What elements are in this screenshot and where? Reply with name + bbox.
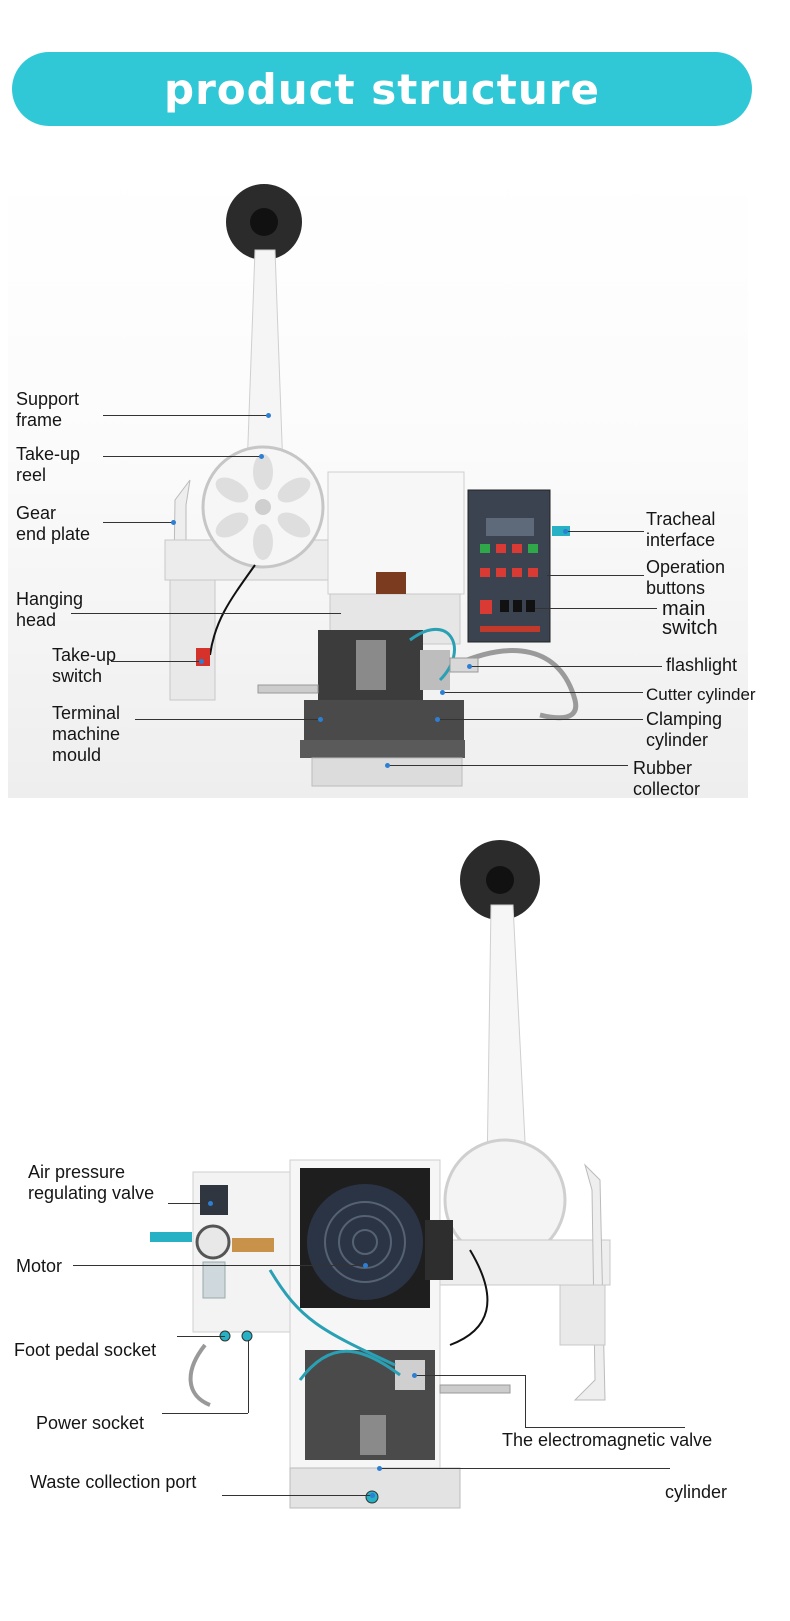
leader-power-socket [162, 1413, 248, 1414]
leader-dot [385, 763, 390, 768]
control-panel [467, 489, 551, 643]
label-terminal-mould: Terminal machine mould [52, 703, 121, 765]
label-operation-buttons: Operation buttons [646, 557, 726, 598]
label-main-switch: main switch [662, 598, 718, 639]
leader-dot [377, 1466, 382, 1471]
flashlight-gooseneck [453, 648, 579, 721]
leader-waste-port [222, 1495, 372, 1496]
label-takeup-switch: Take-up switch [52, 645, 117, 686]
label-power-socket: Power socket [36, 1413, 145, 1433]
leader-operation-buttons [547, 575, 644, 576]
leader-flashlight [470, 666, 662, 667]
label-waste-port: Waste collection port [30, 1472, 197, 1492]
label-support-frame: Support frame [16, 389, 80, 430]
leader-takeup-reel [103, 456, 261, 457]
label-clamping-cylinder: Clamping cylinder [646, 709, 723, 750]
motor-housing [307, 1184, 423, 1300]
leader-rubber-collector [388, 765, 628, 766]
leader-em-valve [525, 1427, 685, 1428]
leader-gear-end-plate [103, 522, 173, 523]
leader-em-valve-top [415, 1375, 525, 1376]
leader-dot [199, 659, 204, 664]
pressure-gauge [195, 1224, 231, 1260]
leader-em-valve-vertical [525, 1375, 526, 1427]
leader-foot-pedal [177, 1336, 225, 1337]
label-rubber-collector: Rubber collector [633, 758, 701, 799]
label-hanging-head: Hanging head [16, 589, 84, 630]
label-em-valve: The electromagnetic valve [502, 1430, 713, 1450]
leader-clamping-cylinder [438, 719, 643, 720]
leader-dot [171, 520, 176, 525]
leader-dot [370, 1493, 375, 1498]
label-motor: Motor [16, 1256, 63, 1276]
leader-dot [266, 413, 271, 418]
leader-hanging-head [71, 613, 341, 614]
leader-support-frame [103, 415, 268, 416]
leader-motor [73, 1265, 365, 1266]
terminal-mould-base [304, 700, 464, 740]
label-tracheal-interface: Tracheal interface [646, 509, 716, 550]
leader-dot [563, 529, 568, 534]
leader-cutter-cylinder [443, 692, 643, 693]
label-flashlight: flashlight [666, 655, 738, 675]
leader-dot [467, 664, 472, 669]
leader-dot [412, 1373, 417, 1378]
leader-dot [318, 717, 323, 722]
label-gear-end-plate: Gear end plate [16, 503, 91, 544]
support-arm [246, 249, 284, 471]
leader-dot [208, 1201, 213, 1206]
label-cutter-cylinder: Cutter cylinder [646, 685, 756, 704]
leader-tracheal-interface [566, 531, 644, 532]
label-takeup-reel: Take-up reel [16, 444, 81, 485]
leader-dot [435, 717, 440, 722]
label-cylinder: cylinder [665, 1482, 728, 1502]
leader-dot [440, 690, 445, 695]
leader-air-valve [168, 1203, 210, 1204]
leader-dot [363, 1263, 368, 1268]
leader-main-switch [535, 608, 657, 609]
leader-dot [259, 454, 264, 459]
leader-takeup-switch [111, 661, 201, 662]
leader-terminal-mould [135, 719, 320, 720]
leader-cylinder [380, 1468, 670, 1469]
leader-power-socket-vertical [248, 1340, 249, 1413]
label-foot-pedal: Foot pedal socket [14, 1340, 157, 1360]
page-title: product structure [164, 64, 600, 114]
title-banner: product structure [12, 52, 752, 126]
label-air-valve: Air pressure regulating valve [28, 1162, 155, 1203]
